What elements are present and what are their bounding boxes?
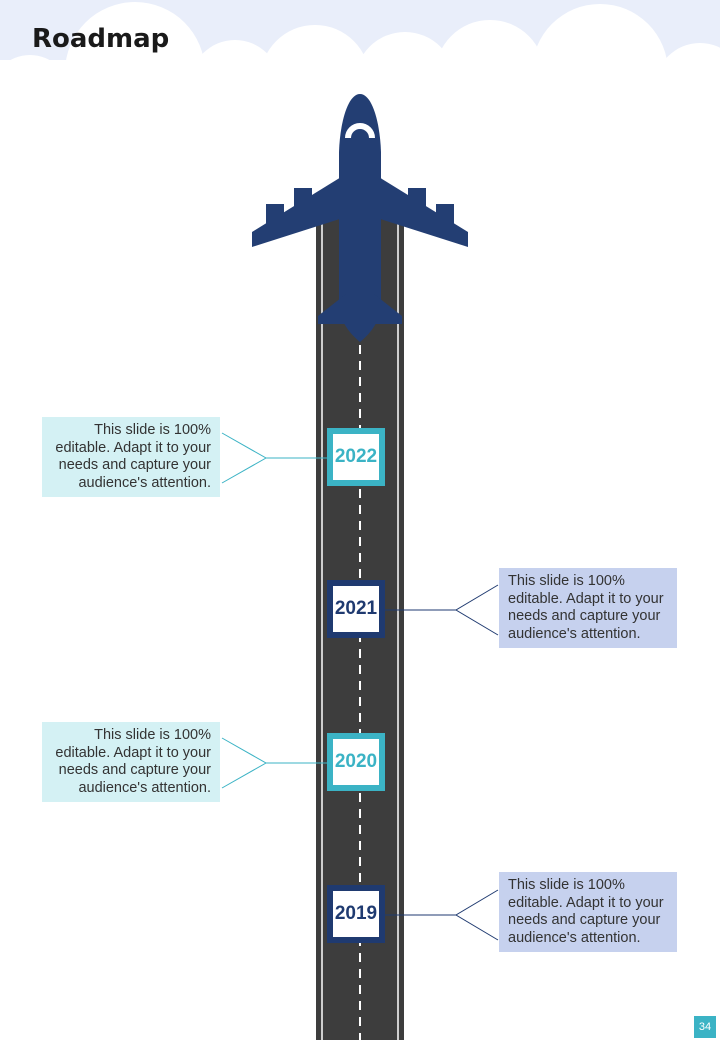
year-box-2021: 2021 bbox=[327, 580, 385, 638]
airplane-icon bbox=[252, 94, 468, 342]
connector-2022 bbox=[221, 432, 268, 484]
note-2019: This slide is 100% editable. Adapt it to… bbox=[499, 872, 677, 952]
page-title: Roadmap bbox=[32, 24, 170, 54]
page-number: 34 bbox=[694, 1016, 716, 1038]
year-box-2019: 2019 bbox=[327, 885, 385, 943]
connector-2021 bbox=[455, 584, 499, 636]
connector-2019 bbox=[455, 889, 499, 941]
year-box-2022: 2022 bbox=[327, 428, 385, 486]
cloud-background bbox=[0, 0, 720, 120]
year-box-2020: 2020 bbox=[327, 733, 385, 791]
note-2019-text: This slide is 100% editable. Adapt it to… bbox=[508, 877, 664, 946]
note-2021-text: This slide is 100% editable. Adapt it to… bbox=[508, 573, 664, 642]
note-2020-text: This slide is 100% editable. Adapt it to… bbox=[55, 727, 211, 796]
note-2022: This slide is 100% editable. Adapt it to… bbox=[42, 417, 220, 497]
connector-2020 bbox=[221, 737, 268, 789]
note-2021: This slide is 100% editable. Adapt it to… bbox=[499, 568, 677, 648]
note-2020: This slide is 100% editable. Adapt it to… bbox=[42, 722, 220, 802]
note-2022-text: This slide is 100% editable. Adapt it to… bbox=[55, 422, 211, 491]
